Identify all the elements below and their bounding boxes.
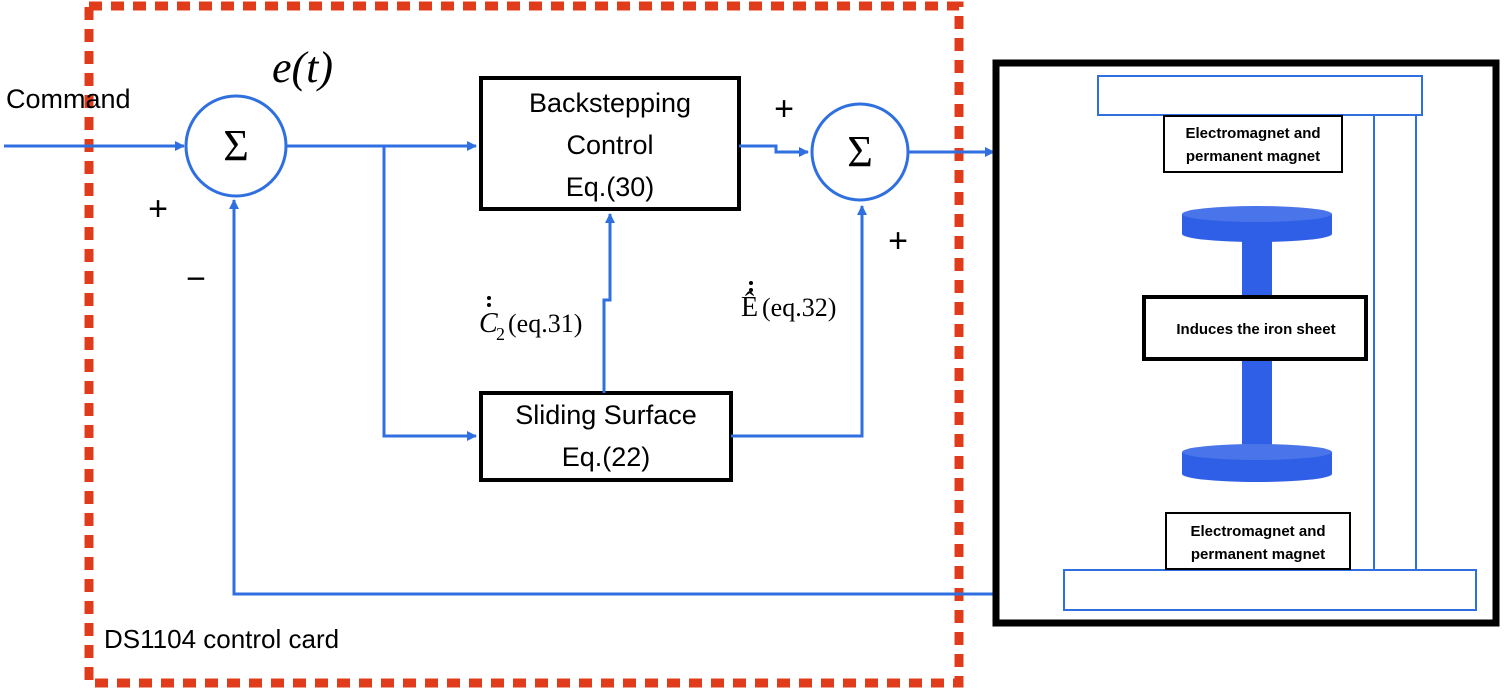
top-plate — [1097, 75, 1423, 116]
c2-eq: (eq.31) — [508, 309, 582, 338]
sliding-surface-block: Sliding Surface Eq.(22) — [479, 391, 733, 482]
e-hat-symbol: Ê — [741, 292, 758, 323]
e-hat-dot-lower — [749, 288, 753, 292]
top-magnet-line-1: Electromagnet and — [1185, 125, 1320, 142]
sliding-line-1: Sliding Surface — [515, 400, 697, 430]
top-magnet-label-box — [1163, 115, 1343, 173]
frame-pillar — [1373, 114, 1417, 571]
bottom-magnet-label-box — [1165, 512, 1351, 570]
c2-symbol: C — [479, 308, 498, 339]
sum-right-bottom-plus-sign: + — [888, 222, 908, 260]
feedback-wire — [229, 199, 998, 596]
e-hat-label: Ê (eq.32) — [741, 281, 836, 323]
e-hat-dot-upper — [749, 281, 753, 285]
error-signal-label: e(t) — [272, 43, 333, 92]
bottom-plate — [1063, 569, 1477, 611]
command-label: Command — [6, 84, 131, 114]
iron-sheet-label-box — [1142, 295, 1368, 361]
backstepping-line-2: Control — [566, 130, 653, 160]
plant-box: Electromagnet and permanent magnet Induc… — [992, 59, 1500, 627]
bottom-magnet-line-1: Electromagnet and — [1190, 523, 1325, 540]
backstepping-control-block: Backstepping Control Eq.(30) — [479, 76, 741, 211]
sum-symbol-left: Σ — [223, 121, 249, 170]
backstepping-line-1: Backstepping — [529, 88, 691, 118]
top-magnet-line-2: permanent magnet — [1186, 148, 1320, 165]
control-signal-wire — [739, 144, 809, 157]
c2-label: C 2 (eq.31) — [479, 296, 582, 344]
c2-subscript: 2 — [496, 324, 505, 344]
c2-wire — [602, 213, 615, 393]
sum-symbol-right: Σ — [847, 127, 873, 176]
summing-junction-left: Σ — [184, 94, 288, 198]
c2-dot-lower — [487, 303, 491, 307]
sum-left-plus-sign: + — [148, 190, 168, 228]
e-hat-eq: (eq.32) — [762, 293, 836, 322]
sum-left-minus-sign: − — [186, 260, 206, 298]
sum-right-top-plus-sign: + — [774, 90, 794, 128]
summing-junction-right: Σ — [810, 102, 910, 202]
backstepping-line-3: Eq.(30) — [566, 172, 655, 202]
bottom-magnet-line-2: permanent magnet — [1191, 546, 1325, 563]
control-card-label: DS1104 control card — [104, 624, 339, 654]
c2-dot-upper — [487, 296, 491, 300]
control-card-boundary — [84, 1, 964, 688]
sliding-line-2: Eq.(22) — [562, 442, 651, 472]
iron-sheet-label: Induces the iron sheet — [1176, 321, 1335, 338]
error-branch-wire — [382, 146, 477, 441]
e-hat-wire — [731, 205, 867, 438]
